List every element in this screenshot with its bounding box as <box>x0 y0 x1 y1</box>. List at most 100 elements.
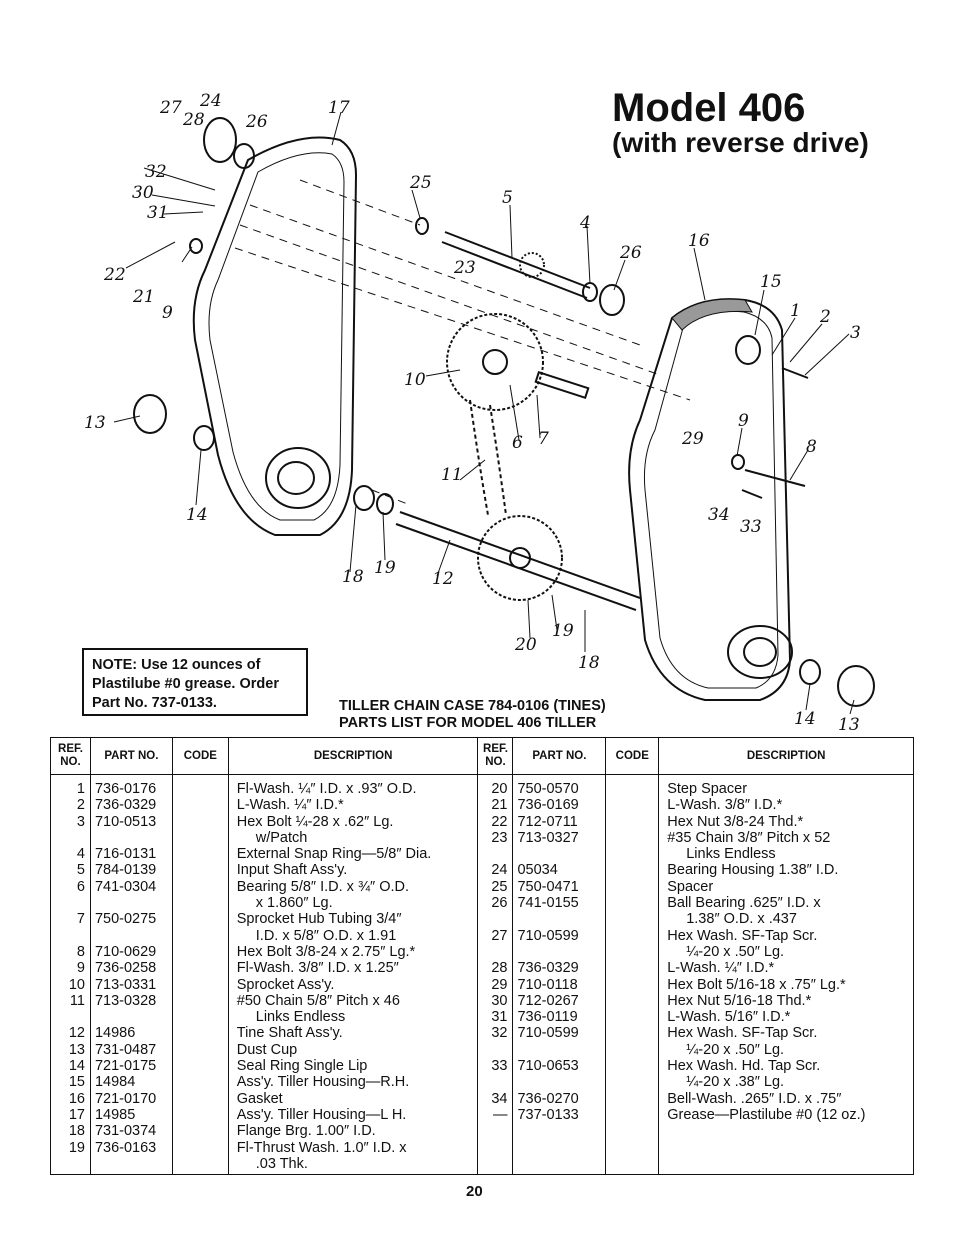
part-no-cell: 731-0374 <box>94 1123 157 1140</box>
description-cell: Links Endless <box>686 846 776 863</box>
part-no-cell: 741-0304 <box>94 878 157 895</box>
description-cell: Sprocket Hub Tubing 3/4″ <box>236 911 402 928</box>
part-no-cell: 721-0175 <box>94 1058 157 1075</box>
callout-10: 10 <box>404 370 426 390</box>
ref-no-cell <box>478 1042 512 1058</box>
ref-no-cell: 24 <box>491 862 508 879</box>
ref-no-cell <box>478 1074 512 1090</box>
description-cell: ¼-20 x .50″ Lg. <box>686 1041 785 1058</box>
description-cell: #50 Chain 5/8″ Pitch x 46 <box>236 992 400 1009</box>
part-no-cell <box>91 830 172 846</box>
part-no-cell <box>91 928 172 944</box>
part-no-cell: 736-0163 <box>94 1139 157 1156</box>
part-no-cell: 14984 <box>94 1074 136 1091</box>
ref-no-cell: 10 <box>68 976 85 993</box>
part-no-cell <box>513 846 605 862</box>
callout-21: 21 <box>132 287 155 307</box>
ref-no-cell: 1 <box>76 781 85 797</box>
part-no-cell: 750-0570 <box>517 781 579 797</box>
part-no-cell: 737-0133 <box>517 1106 579 1123</box>
page-title: Model 406 <box>612 86 806 130</box>
callout-13: 13 <box>84 413 106 433</box>
description-cell: #35 Chain 3/8″ Pitch x 52 <box>667 829 831 846</box>
part-no-cell <box>513 1074 605 1090</box>
description-cell: L-Wash. ¼″ I.D.* <box>236 797 344 814</box>
ref-no-cell: — <box>492 1106 508 1123</box>
description-cell: Gasket <box>236 1090 283 1107</box>
part-no-cell: 741-0155 <box>517 895 579 912</box>
description-cell: Fl-Wash. 3/8″ I.D. x 1.25″ <box>236 960 399 977</box>
part-no-cell <box>513 911 605 927</box>
note-line: Plastilube #0 grease. Order <box>92 676 279 692</box>
callout-31: 31 <box>147 203 169 223</box>
callout-29: 29 <box>681 429 704 449</box>
header-description: DESCRIPTION <box>227 737 479 775</box>
description-cell: Hex Wash. SF-Tap Scr. <box>667 927 818 944</box>
ref-no-cell: 12 <box>68 1025 85 1042</box>
ref-no-cell: 32 <box>491 1025 508 1042</box>
description-cell: Step Spacer <box>667 781 748 797</box>
description-cell: Hex Wash. SF-Tap Scr. <box>667 1025 818 1042</box>
callout-30: 30 <box>132 183 154 203</box>
callout-27: 27 <box>159 98 182 118</box>
caption-line: TILLER CHAIN CASE 784-0106 (TINES) <box>339 698 606 714</box>
part-no-cell: 710-0118 <box>517 976 578 993</box>
description-cell: External Snap Ring—5/8″ Dia. <box>236 846 432 863</box>
note-line: NOTE: Use 12 ounces of <box>92 657 261 673</box>
left-code-column <box>171 774 229 1175</box>
description-cell: 1.38″ O.D. x .437 <box>686 911 797 928</box>
description-cell: Tine Shaft Ass'y. <box>236 1025 343 1042</box>
ref-no-cell: 11 <box>69 992 85 1009</box>
description-cell: ¼-20 x .38″ Lg. <box>686 1074 785 1091</box>
page-subtitle: (with reverse drive) <box>612 127 869 158</box>
part-no-cell <box>513 1042 605 1058</box>
callout-20: 20 <box>514 635 537 655</box>
part-no-cell <box>91 1156 172 1172</box>
ref-no-cell <box>51 830 90 846</box>
ref-no-cell: 33 <box>491 1058 508 1075</box>
part-no-cell: 784-0139 <box>94 862 157 879</box>
ref-no-cell <box>51 928 90 944</box>
callout-7: 7 <box>538 429 549 449</box>
description-cell: L-Wash. 3/8″ I.D.* <box>667 797 783 814</box>
ref-no-cell: 6 <box>76 878 85 895</box>
part-no-cell: 05034 <box>517 862 558 879</box>
description-cell: Hex Bolt 5/16-18 x .75″ Lg.* <box>667 976 846 993</box>
description-cell: Grease—Plastilube #0 (12 oz.) <box>667 1106 866 1123</box>
ref-no-cell <box>478 944 512 960</box>
ref-no-cell: 22 <box>491 813 508 830</box>
description-cell: w/Patch <box>255 829 308 846</box>
description-cell: .03 Thk. <box>255 1155 308 1172</box>
callout-2: 2 <box>819 307 831 327</box>
description-cell: Hex Bolt 3/8-24 x 2.75″ Lg.* <box>236 943 416 960</box>
description-cell: L-Wash. ¼″ I.D.* <box>667 960 775 977</box>
callout-18: 18 <box>342 567 364 587</box>
part-no-cell: 712-0711 <box>517 813 578 830</box>
callout-6: 6 <box>512 433 523 453</box>
ref-no-cell: 17 <box>68 1106 85 1123</box>
callout-23: 23 <box>453 258 476 278</box>
ref-no-cell: 15 <box>68 1074 85 1091</box>
part-no-cell: 710-0599 <box>517 1025 579 1042</box>
ref-no-cell: 26 <box>491 895 508 912</box>
header-ref: REF. NO. <box>50 737 91 775</box>
callout-32: 32 <box>145 162 167 182</box>
ref-no-cell: 2 <box>76 797 85 814</box>
ref-no-cell: 16 <box>68 1090 85 1107</box>
ref-no-cell: 31 <box>491 1009 508 1026</box>
callout-18b: 18 <box>578 653 600 673</box>
note-line: Part No. 737-0133. <box>92 695 217 711</box>
callout-17: 17 <box>328 98 350 118</box>
lower-sprocket <box>477 515 563 601</box>
ref-no-cell: 21 <box>491 797 508 814</box>
header-code: CODE <box>605 737 660 775</box>
ref-no-cell <box>51 1009 90 1025</box>
ref-no-cell: 4 <box>76 846 85 863</box>
part-no-cell: 716-0131 <box>94 846 157 863</box>
ref-no-cell: 34 <box>491 1090 508 1107</box>
ref-no-cell: 28 <box>491 960 508 977</box>
description-cell: Bearing Housing 1.38″ I.D. <box>667 862 839 879</box>
